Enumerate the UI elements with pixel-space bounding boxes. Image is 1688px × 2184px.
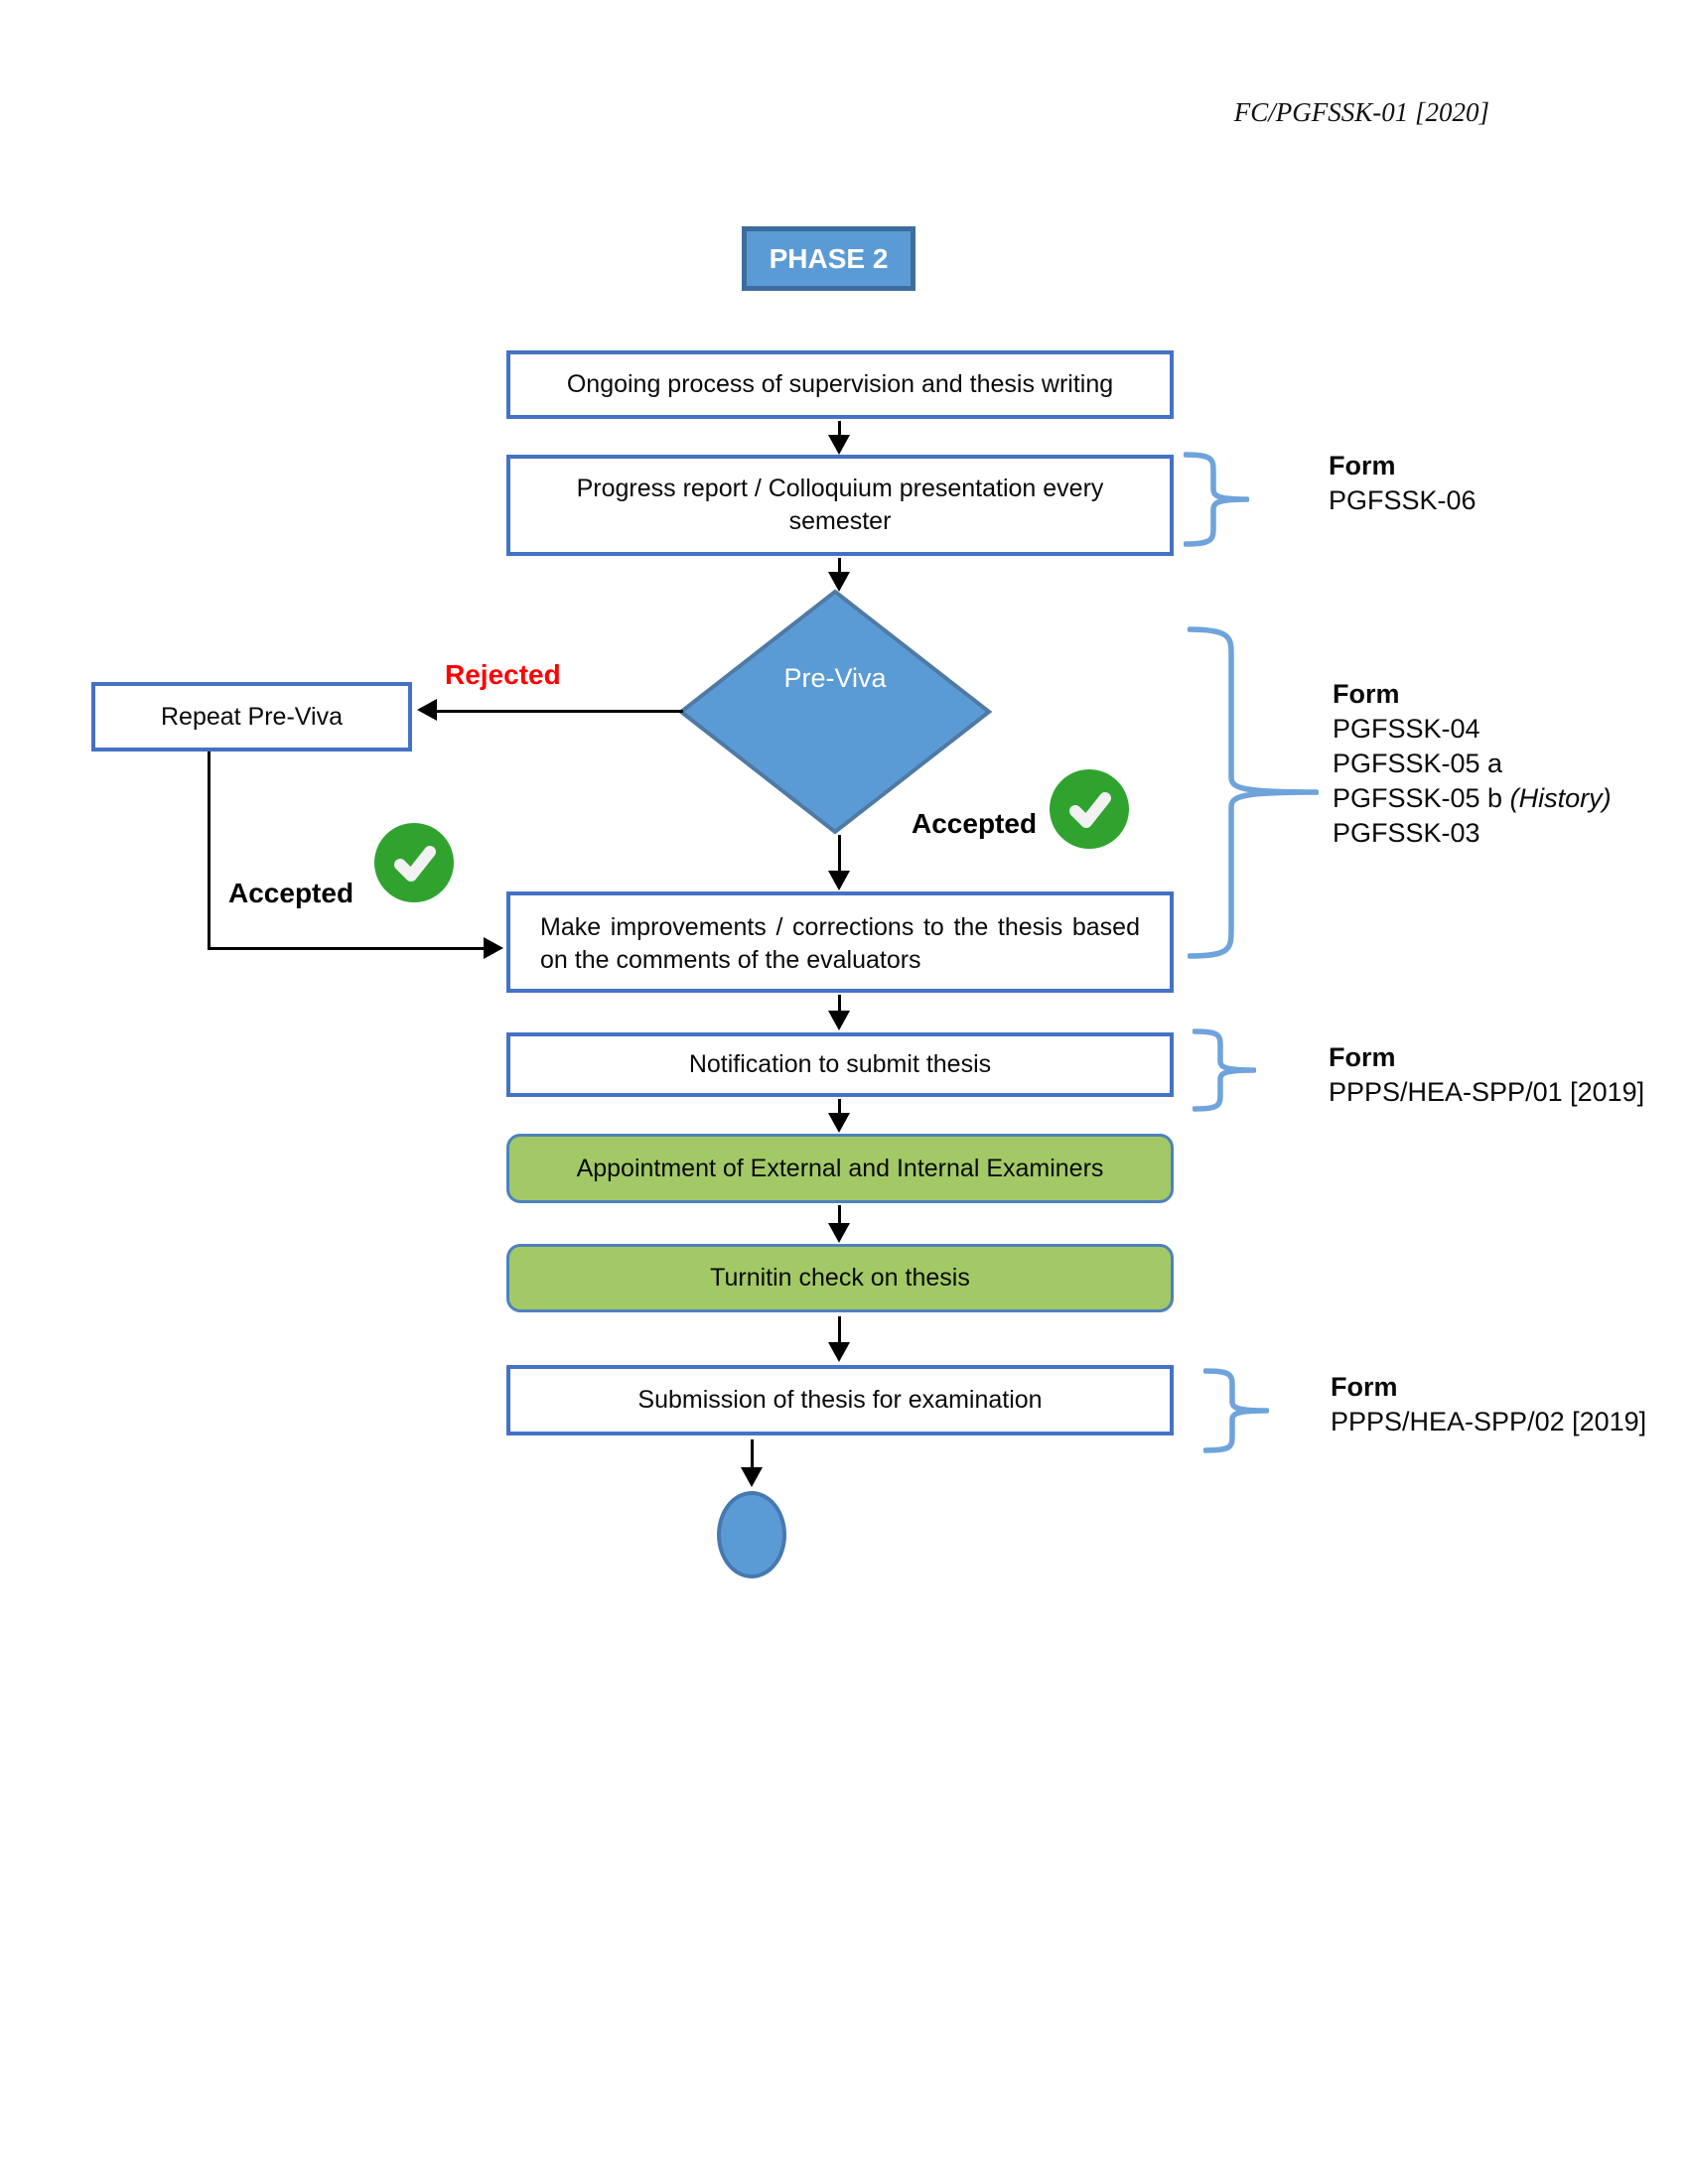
node-turnitin-check-label: Turnitin check on thesis [710, 1264, 970, 1292]
node-submission-label: Submission of thesis for examination [637, 1386, 1043, 1414]
node-progress-report: Progress report / Colloquium presentatio… [506, 455, 1174, 556]
node-notification-label: Notification to submit thesis [688, 1050, 992, 1078]
form-code-history-note: (History) [1509, 783, 1612, 813]
form-note-submission: Form PPPS/HEA-SPP/02 [2019] [1331, 1370, 1646, 1439]
node-make-improvements-label: Make improvements / corrections to the t… [540, 913, 1140, 974]
decision-previva-diamond [678, 589, 992, 835]
check-circle-icon [1050, 769, 1129, 849]
form-code: PGFSSK-05 b (History) [1333, 783, 1612, 813]
node-notification: Notification to submit thesis [506, 1032, 1174, 1097]
form-code: PGFSSK-03 [1333, 818, 1480, 848]
node-repeat-previva-label: Repeat Pre-Viva [161, 702, 343, 731]
checkmark-icon [1069, 792, 1111, 828]
brace-submission-form [1203, 1368, 1269, 1453]
connector-line [208, 751, 211, 950]
form-note-previva: Form PGFSSK-04 PGFSSK-05 a PGFSSK-05 b (… [1333, 677, 1612, 851]
node-make-improvements: Make improvements / corrections to the t… [506, 891, 1174, 993]
node-ongoing-supervision: Ongoing process of supervision and thesi… [506, 350, 1174, 419]
arrow-down-icon [741, 1467, 763, 1487]
arrow-left-icon [417, 699, 437, 721]
form-title: Form [1329, 451, 1396, 480]
arrow-down-icon [828, 871, 850, 890]
connector-line [751, 1439, 754, 1469]
brace-notification-form [1193, 1028, 1256, 1112]
form-title: Form [1331, 1372, 1398, 1402]
end-terminator-circle [717, 1491, 786, 1578]
arrow-down-icon [828, 1223, 850, 1243]
connector-line [838, 421, 841, 439]
decision-previva-label: Pre-Viva [783, 663, 887, 693]
connector-line [838, 558, 841, 574]
brace-previva-forms [1188, 626, 1319, 959]
form-title: Form [1333, 679, 1400, 709]
form-note-notification: Form PPPS/HEA-SPP/01 [2019] [1329, 1040, 1644, 1110]
phase-badge: PHASE 2 [742, 226, 915, 291]
form-code: PPPS/HEA-SPP/01 [2019] [1329, 1077, 1645, 1107]
checkmark-icon [394, 846, 436, 882]
check-circle-icon [374, 823, 454, 902]
arrow-down-icon [828, 1113, 850, 1133]
connector-line [437, 710, 683, 713]
node-turnitin-check: Turnitin check on thesis [506, 1244, 1174, 1312]
label-accepted-right: Accepted [912, 808, 1038, 839]
form-code: PGFSSK-06 [1329, 485, 1477, 515]
label-rejected: Rejected [445, 659, 561, 690]
node-appointment-examiners: Appointment of External and Internal Exa… [506, 1134, 1174, 1203]
form-code: PGFSSK-04 [1333, 714, 1480, 744]
connector-line [838, 1205, 841, 1225]
form-note-progress: Form PGFSSK-06 [1329, 449, 1477, 518]
arrow-right-icon [484, 937, 503, 959]
connector-line [838, 995, 841, 1013]
arrow-down-icon [828, 1011, 850, 1030]
arrow-down-icon [828, 1342, 850, 1362]
node-ongoing-supervision-label: Ongoing process of supervision and thesi… [566, 370, 1114, 398]
form-code: PPPS/HEA-SPP/02 [2019] [1331, 1407, 1647, 1436]
node-appointment-examiners-label: Appointment of External and Internal Exa… [576, 1154, 1104, 1182]
doc-code: FC/PGFSSK-01 [2020] [1233, 97, 1489, 127]
arrow-down-icon [828, 435, 850, 455]
connector-line [838, 835, 841, 873]
label-accepted-left: Accepted [228, 878, 354, 908]
connector-line [838, 1316, 841, 1344]
arrow-down-icon [828, 572, 850, 592]
form-code: PGFSSK-05 a [1333, 749, 1503, 778]
node-submission: Submission of thesis for examination [506, 1365, 1174, 1435]
node-repeat-previva: Repeat Pre-Viva [91, 682, 412, 751]
connector-line [838, 1099, 841, 1115]
form-title: Form [1329, 1042, 1396, 1072]
brace-progress-form [1184, 452, 1249, 547]
connector-line [208, 947, 484, 950]
node-progress-report-label: Progress report / Colloquium presentatio… [576, 475, 1104, 535]
